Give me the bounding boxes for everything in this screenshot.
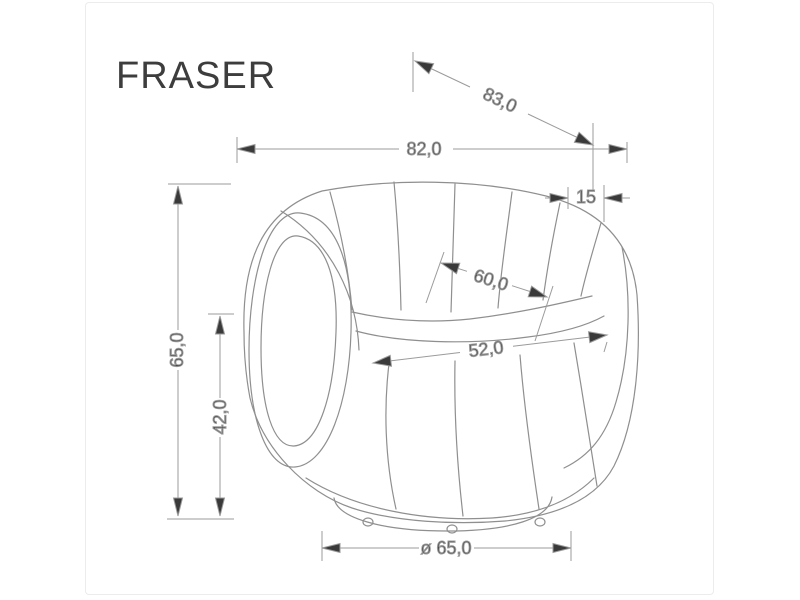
dimension-back-thickness: 15 bbox=[545, 185, 630, 222]
dimension-seat-width: 52,0 bbox=[371, 331, 609, 367]
arrowhead bbox=[214, 497, 226, 517]
arrowhead bbox=[527, 285, 549, 298]
dimension-label: 15 bbox=[576, 187, 596, 207]
extension-line bbox=[603, 341, 608, 353]
arrowhead bbox=[439, 262, 461, 275]
chair-armrest-inner bbox=[260, 235, 337, 447]
dimension-label: 83,0 bbox=[480, 83, 520, 116]
chair-back-channel-line bbox=[580, 222, 602, 297]
arrowhead bbox=[172, 185, 184, 205]
product-name: FRASER bbox=[116, 55, 276, 97]
chair-front-channel-line bbox=[573, 342, 598, 487]
dimension-label: 65,0 bbox=[167, 332, 187, 367]
chair-back-channel-line bbox=[450, 183, 456, 313]
chair-foot bbox=[446, 524, 458, 534]
chair-arm-back-edge bbox=[280, 210, 360, 351]
arrowhead bbox=[608, 143, 628, 155]
chair-back-channel-line bbox=[497, 191, 513, 309]
dimension-label: 82,0 bbox=[406, 139, 441, 159]
chair-foot bbox=[534, 517, 546, 527]
chair-bottom-piping bbox=[305, 477, 595, 520]
chair-seat-front-edge bbox=[355, 315, 605, 343]
chair-back-channel-line bbox=[329, 191, 353, 311]
chair-drawing bbox=[243, 181, 639, 534]
arrowhead bbox=[603, 192, 623, 204]
dimension-label: ø 65,0 bbox=[420, 538, 471, 558]
dimension-label: 52,0 bbox=[467, 337, 504, 361]
arrowhead bbox=[371, 354, 393, 367]
arrowhead bbox=[552, 542, 572, 554]
arrowhead bbox=[549, 192, 569, 204]
arrowhead bbox=[172, 497, 184, 517]
dimension-label: 60,0 bbox=[471, 265, 510, 295]
product-drawing-card bbox=[85, 2, 714, 595]
chair-seat-top-edge bbox=[351, 295, 593, 322]
chair-outline bbox=[243, 181, 639, 524]
dimension-total-height: 65,0 bbox=[167, 183, 234, 520]
chair-foot bbox=[362, 517, 374, 527]
arrowhead bbox=[587, 331, 609, 344]
arrowhead bbox=[214, 315, 226, 335]
dimension-arm-height: 42,0 bbox=[208, 313, 234, 517]
dimension-diagonal-back: 83,0 bbox=[412, 52, 595, 190]
chair-back-inner-edge bbox=[563, 246, 629, 469]
extension-line bbox=[534, 285, 554, 342]
arrowhead bbox=[573, 131, 595, 146]
arrowhead bbox=[321, 542, 341, 554]
chair-back-channel-line bbox=[542, 202, 561, 301]
chair-front-channel-line bbox=[454, 360, 464, 517]
dimension-total-depth: 82,0 bbox=[236, 137, 628, 163]
chair-front-channel-line bbox=[519, 354, 540, 510]
dimension-label: 42,0 bbox=[210, 399, 230, 434]
dimension-base-diameter: ø 65,0 bbox=[321, 531, 572, 561]
chair-back-channel-line bbox=[393, 181, 402, 311]
arrowhead bbox=[413, 60, 435, 75]
dimension-seat-depth: 60,0 bbox=[425, 251, 554, 342]
chair-front-channel-line bbox=[385, 355, 397, 510]
extension-line bbox=[425, 251, 445, 304]
arrowhead bbox=[236, 143, 256, 155]
